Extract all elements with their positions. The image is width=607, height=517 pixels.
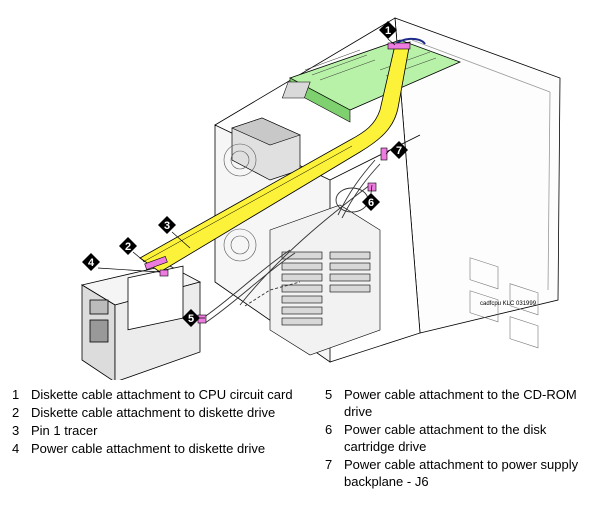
leader-lines [97, 38, 396, 319]
callout-5: 5 [182, 309, 200, 327]
svg-text:4: 4 [88, 257, 95, 269]
legend-item: 2 Diskette cable attachment to diskette … [12, 404, 312, 421]
callout-4: 4 [82, 253, 100, 271]
diskette-ribbon-cable [139, 37, 426, 273]
svg-text:5: 5 [188, 313, 194, 325]
side-vents [469, 257, 539, 349]
legend-text: Diskette cable attachment to CPU circuit… [31, 387, 293, 402]
legend-number: 6 [325, 422, 333, 437]
legend-text: Power cable attachment to power supply b… [344, 457, 579, 489]
svg-text:7: 7 [396, 145, 402, 157]
legend-number: 7 [325, 457, 333, 472]
legend: 1 Diskette cable attachment to CPU circu… [12, 386, 602, 514]
svg-text:2: 2 [125, 241, 131, 253]
cpu-circuit-card [281, 39, 462, 123]
legend-item: 4 Power cable attachment to diskette dri… [12, 440, 312, 457]
legend-item: 1 Diskette cable attachment to CPU circu… [12, 386, 312, 403]
legend-right-column: 5 Power cable attachment to the CD-ROM d… [325, 386, 595, 491]
legend-number: 5 [325, 387, 333, 402]
legend-item: 7 Power cable attachment to power supply… [325, 456, 595, 490]
legend-text: Pin 1 tracer [31, 423, 98, 438]
cable-diagram: 1 2 3 4 5 6 7 cadfcpu KLC 031999 [80, 17, 561, 380]
callout-3: 3 [158, 216, 176, 234]
legend-number: 1 [12, 387, 20, 402]
legend-number: 2 [12, 405, 20, 420]
callout-6: 6 [362, 193, 380, 211]
legend-left-column: 1 Diskette cable attachment to CPU circu… [12, 386, 312, 458]
svg-text:1: 1 [385, 25, 391, 37]
legend-text: Power cable attachment to diskette drive [31, 441, 266, 456]
callout-2: 2 [119, 237, 137, 255]
legend-number: 3 [12, 423, 20, 438]
legend-text: Diskette cable attachment to diskette dr… [31, 405, 276, 420]
legend-text: Power cable attachment to the disk cartr… [344, 422, 547, 454]
drive-bay-cage [269, 204, 381, 356]
figure-id: cadfcpu KLC 031999 [480, 301, 537, 307]
diskette-drive [80, 264, 202, 380]
legend-item: 6 Power cable attachment to the disk car… [325, 421, 595, 455]
legend-number: 4 [12, 441, 20, 456]
power-supply [231, 117, 301, 181]
callout-7: 7 [390, 141, 408, 159]
svg-text:3: 3 [164, 220, 170, 232]
legend-item: 3 Pin 1 tracer [12, 422, 312, 439]
legend-text: Power cable attachment to the CD-ROM dri… [344, 387, 577, 419]
svg-text:6: 6 [368, 197, 374, 209]
front-fans [223, 143, 257, 262]
legend-item: 5 Power cable attachment to the CD-ROM d… [325, 386, 595, 420]
power-cables [199, 159, 381, 324]
callout-1: 1 [379, 21, 397, 39]
